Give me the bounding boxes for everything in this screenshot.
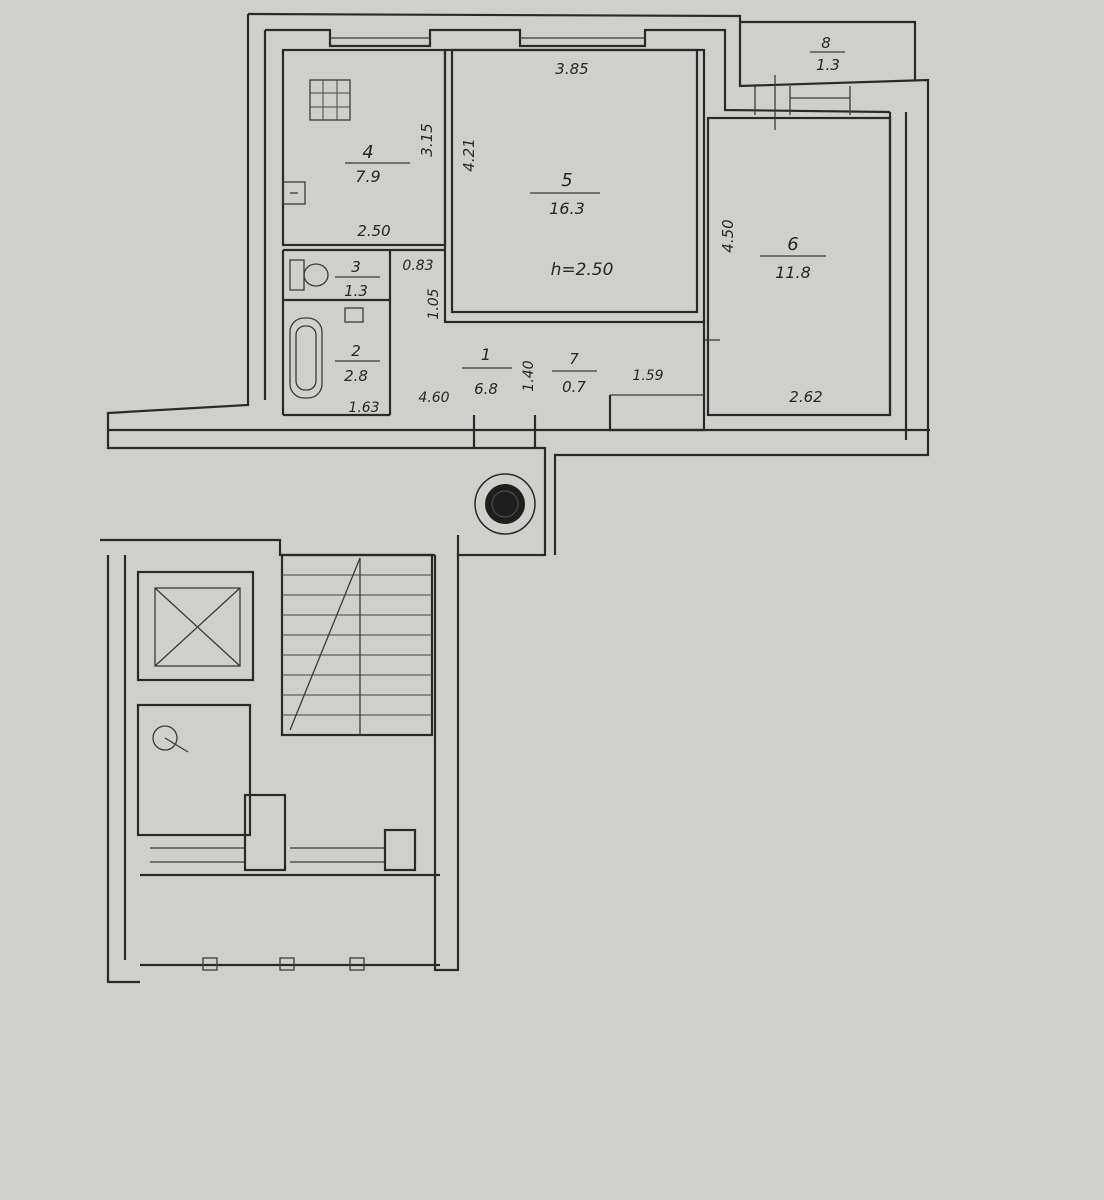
dimension-label: 4.21	[460, 138, 478, 171]
elevator-shaft-icon	[136, 570, 255, 682]
dimension-label: 3.85	[555, 60, 588, 78]
apartment-walls	[106, 12, 930, 557]
dimension-label: 1.05	[426, 288, 442, 319]
room-1-label: 1 6.8	[462, 345, 512, 398]
room-number: 7	[569, 350, 579, 368]
room-area: 6.8	[474, 380, 498, 398]
room-8-label: 8 1.3	[810, 34, 845, 74]
room-area: 7.9	[355, 167, 380, 186]
dimension-label: 0.83	[402, 258, 433, 274]
stove-icon	[309, 79, 351, 121]
interior-partitions	[281, 48, 892, 448]
toilet-icon	[289, 259, 329, 291]
elevator-machine-icon	[136, 703, 252, 837]
room-number: 3	[351, 258, 361, 276]
dimension-label: 1.63	[348, 400, 379, 416]
room-labels: 4 7.9 5 16.3 6 11.8 3 1.3 2 2.8 1 6.8	[335, 34, 845, 398]
room-number: 6	[787, 234, 798, 255]
dimension-label: 4.60	[418, 390, 449, 406]
room-number: 1	[481, 345, 491, 364]
room-area: 1.3	[344, 282, 368, 300]
sink-icon	[282, 181, 306, 205]
room-6-label: 6 11.8	[760, 234, 826, 282]
room-4-label: 4 7.9	[345, 142, 410, 186]
room-area: 16.3	[549, 199, 585, 218]
room-2-label: 2 2.8	[335, 342, 380, 385]
room-area: 0.7	[562, 378, 586, 396]
dimension-label: 1.59	[632, 368, 663, 384]
dimension-label: 2.50	[357, 222, 390, 240]
room-5-label: 5 16.3	[530, 170, 600, 218]
bathtub-icon	[289, 307, 364, 399]
dimension-labels: 3.85 3.15 4.21 2.50 0.83 1.05 4.50 1.40 …	[348, 60, 822, 416]
staircase-icon	[280, 553, 434, 737]
room-area: 11.8	[775, 263, 811, 282]
room-number: 5	[561, 170, 572, 191]
dimension-label: 4.50	[719, 219, 737, 252]
room-number: 2	[351, 342, 361, 360]
chimney-icon	[474, 473, 536, 535]
dimension-label: 1.40	[521, 360, 537, 391]
room-area: 1.3	[816, 56, 840, 74]
room-7-label: 7 0.7	[552, 350, 597, 396]
stairwell-walls	[100, 538, 460, 984]
dimension-label: 3.15	[418, 123, 436, 156]
dimension-label: 2.62	[789, 388, 822, 406]
room-number: 8	[821, 34, 831, 52]
room-3-label: 3 1.3	[335, 258, 380, 300]
room-number: 4	[362, 142, 373, 163]
room-area: 2.8	[344, 367, 368, 385]
ceiling-height-label: h=2.50	[551, 260, 614, 280]
